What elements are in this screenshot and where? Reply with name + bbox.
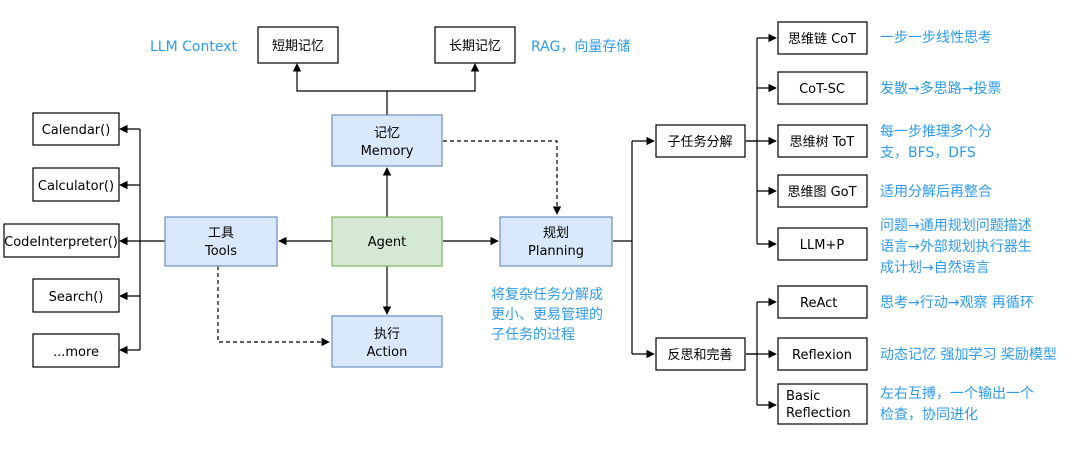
- reflection-refinement-node: 反思和完善: [655, 337, 746, 371]
- llm-p-note-line1: 问题→通用规划问题描述: [880, 218, 1032, 234]
- reflection-refinement-label: 反思和完善: [667, 347, 732, 363]
- agent-node: Agent: [331, 216, 443, 267]
- memory-label-zh: 记忆: [374, 125, 400, 141]
- cot-sc-note: 发散→多思路→投票: [880, 80, 1001, 97]
- planning-label-en: Planning: [528, 244, 584, 259]
- subtask-decomposition-node: 子任务分解: [655, 124, 746, 158]
- llm-p-label: LLM+P: [800, 238, 845, 253]
- action-label-en: Action: [367, 345, 408, 360]
- planning-note-line1: 将复杂任务分解成: [491, 286, 603, 303]
- reflexion-label: Reflexion: [792, 348, 852, 363]
- subtask-decomposition-label: 子任务分解: [667, 134, 732, 150]
- more-label: ...more: [53, 345, 99, 360]
- reflexion-note: 动态记忆 强加学习 奖励模型: [880, 346, 1057, 363]
- planning-node: 规划 Planning: [499, 216, 613, 267]
- got-label: 思维图 GoT: [787, 185, 856, 200]
- search-node: Search(): [32, 278, 120, 313]
- react-label: ReAct: [800, 296, 837, 311]
- connectors: [119, 33, 777, 410]
- basic-reflection-label-line1: Basic: [786, 389, 820, 404]
- reflexion-node: Reflexion: [777, 337, 868, 371]
- search-label: Search(): [49, 290, 104, 305]
- short-term-memory-node: 短期记忆: [257, 26, 339, 64]
- planning-note-line3: 子任务的过程: [491, 327, 575, 343]
- calendar-node: Calendar(): [32, 112, 120, 146]
- tot-note-line1: 每一步推理多个分: [880, 123, 992, 140]
- basic-reflection-note-line1: 左右互搏，一个输出一个: [880, 385, 1034, 402]
- annotations: LLM Context RAG，向量存储 将复杂任务分解成 更小、更易管理的 子…: [150, 30, 1057, 423]
- code-interpreter-node: CodeInterpreter(): [3, 223, 120, 258]
- memory-node: 记忆 Memory: [331, 114, 443, 167]
- llm-p-note-line2: 语言→外部规划执行器生: [880, 239, 1032, 255]
- got-note: 适用分解后再整合: [880, 184, 992, 200]
- code-interpreter-label: CodeInterpreter(): [4, 235, 118, 250]
- memory-label-en: Memory: [361, 144, 414, 159]
- action-label-zh: 执行: [374, 327, 400, 342]
- more-node: ...more: [32, 333, 120, 368]
- planning-note-line2: 更小、更易管理的: [491, 307, 603, 323]
- rag-note: RAG，向量存储: [531, 39, 630, 55]
- long-term-memory-node: 长期记忆: [434, 26, 516, 64]
- tools-node: 工具 Tools: [164, 216, 278, 267]
- basic-reflection-label-line2: Reflection: [786, 406, 851, 421]
- cot-sc-label: CoT-SC: [799, 82, 845, 97]
- tools-label-zh: 工具: [208, 226, 234, 241]
- got-node: 思维图 GoT: [777, 174, 868, 208]
- basic-reflection-note-line2: 检查，协同进化: [880, 407, 978, 423]
- llm-p-note-line3: 成计划→自然语言: [880, 259, 990, 276]
- basic-reflection-node: Basic Reflection: [777, 383, 868, 425]
- tools-label-en: Tools: [204, 244, 237, 259]
- calculator-label: Calculator(): [38, 179, 114, 194]
- cot-node: 思维链 CoT: [777, 21, 868, 55]
- react-note: 思考→行动→观察 再循环: [880, 294, 1034, 311]
- short-term-memory-label: 短期记忆: [272, 38, 324, 54]
- calendar-label: Calendar(): [42, 123, 111, 138]
- long-term-memory-label: 长期记忆: [449, 38, 501, 54]
- react-node: ReAct: [777, 285, 868, 319]
- planning-label-zh: 规划: [543, 226, 569, 241]
- tot-note-line2: 支，BFS，DFS: [880, 145, 976, 161]
- tot-label: 思维树 ToT: [790, 135, 855, 150]
- cot-sc-node: CoT-SC: [777, 71, 868, 105]
- cot-note: 一步一步线性思考: [880, 30, 992, 46]
- llm-p-node: LLM+P: [777, 227, 868, 261]
- calculator-node: Calculator(): [32, 167, 120, 202]
- llm-context-note: LLM Context: [150, 39, 237, 55]
- action-node: 执行 Action: [331, 315, 443, 368]
- tot-node: 思维树 ToT: [777, 124, 868, 158]
- agent-label: Agent: [368, 235, 406, 250]
- cot-label: 思维链 CoT: [788, 32, 856, 47]
